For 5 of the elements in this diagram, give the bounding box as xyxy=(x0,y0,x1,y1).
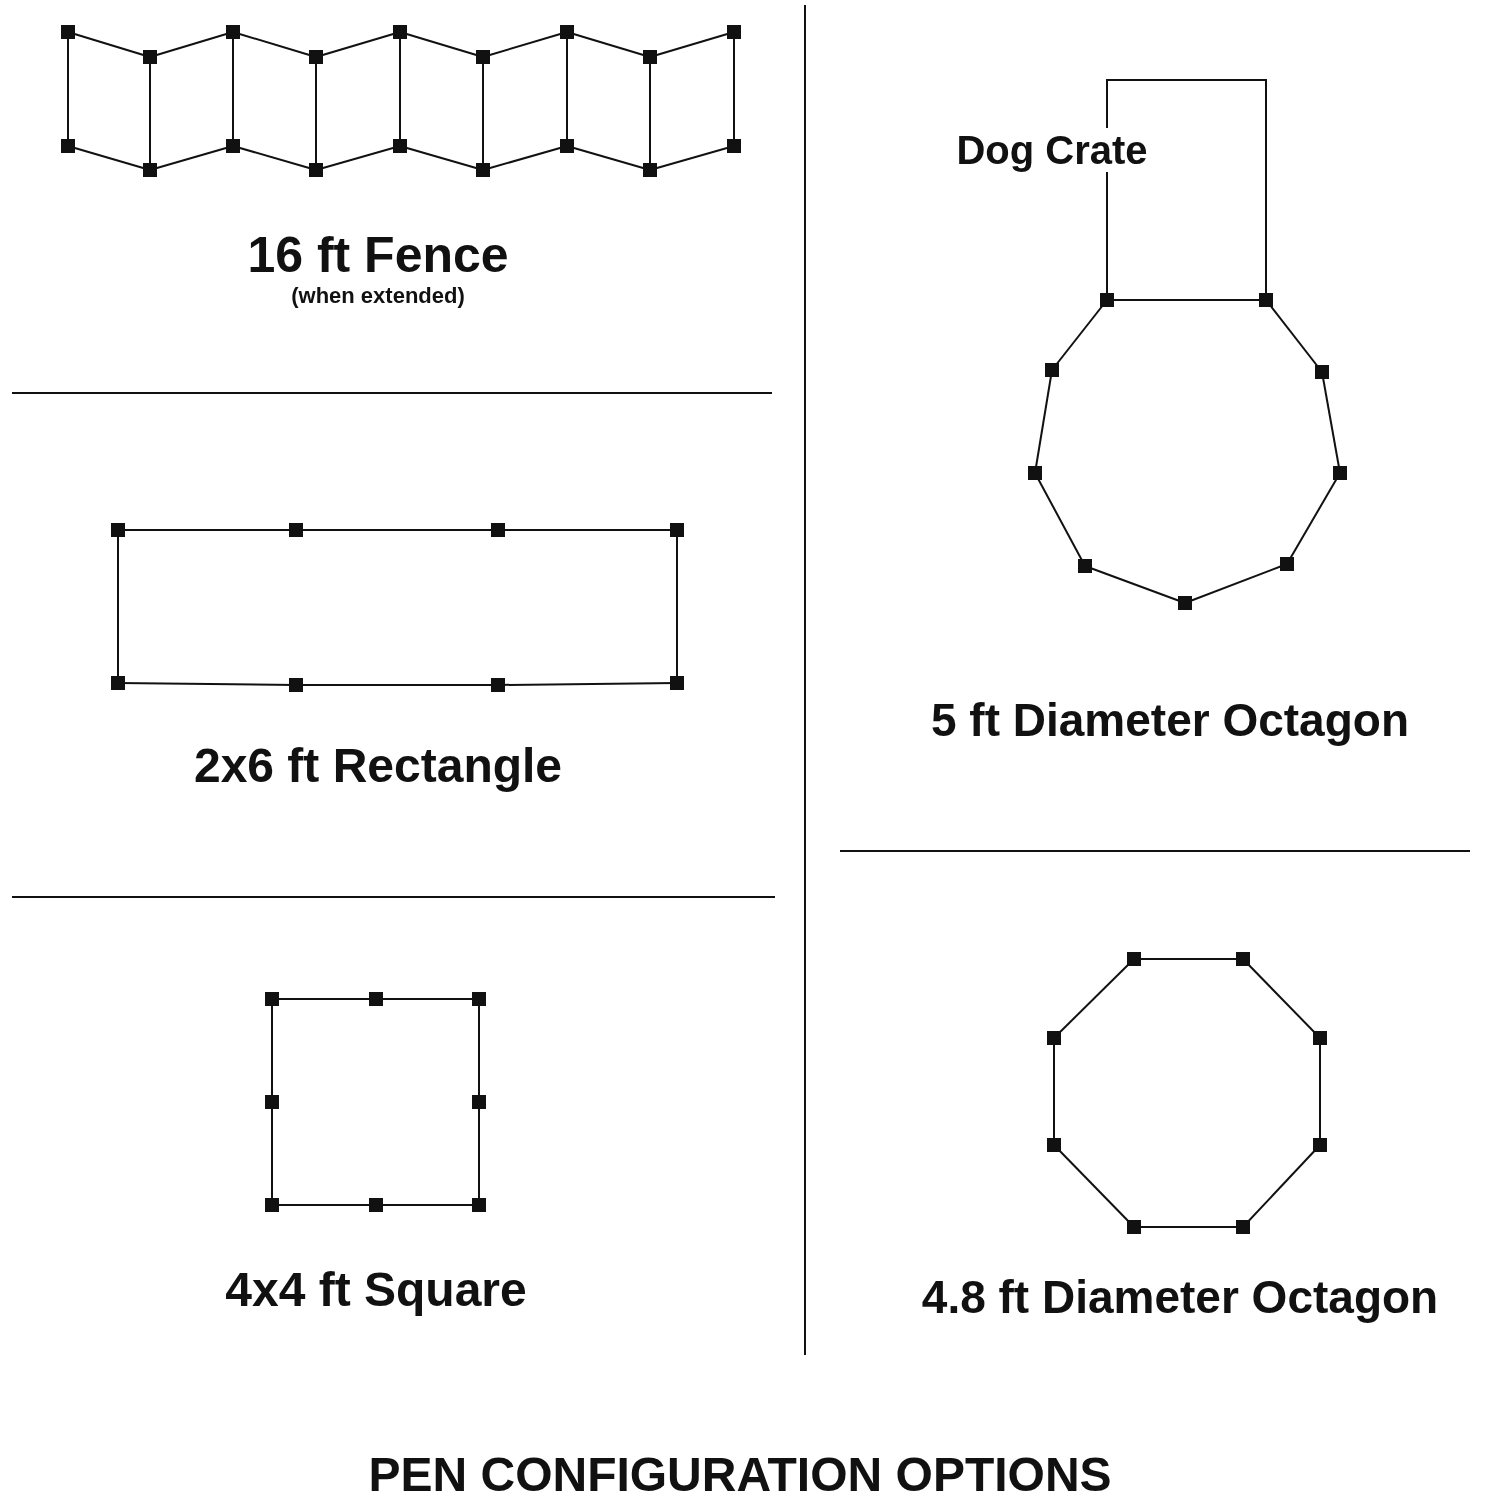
diagram-title: PEN CONFIGURATION OPTIONS xyxy=(368,1451,1112,1499)
pen-caption: 16 ft Fence xyxy=(247,230,509,280)
pen-caption: 4x4 ft Square xyxy=(225,1266,527,1314)
pen-caption-note: (when extended) xyxy=(291,285,465,307)
pen-caption: 2x6 ft Rectangle xyxy=(193,742,563,790)
